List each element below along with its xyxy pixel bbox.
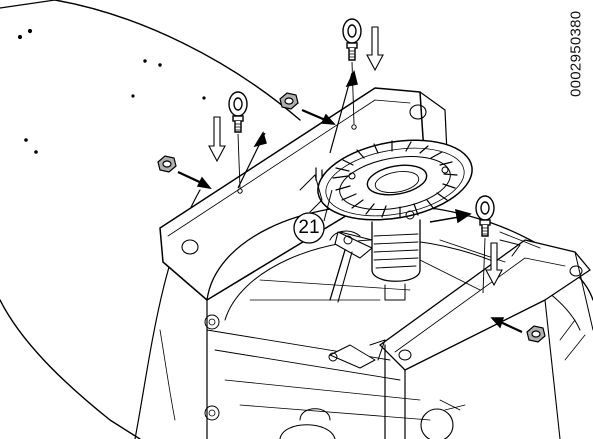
callout-label: 21 [298, 217, 320, 238]
hex-nut-icon [157, 155, 177, 173]
down-arrow-icon [485, 242, 503, 287]
down-arrow-icon [366, 26, 384, 72]
support-bracket [379, 231, 593, 439]
air-damper-link [328, 339, 386, 369]
down-arrow-icon [208, 116, 226, 163]
eyebolt-icon [342, 18, 362, 61]
hex-nut-icon [526, 325, 546, 343]
diffuser-disc [317, 139, 473, 221]
callout-circle [293, 189, 333, 244]
nozzle-body [329, 219, 421, 301]
document-number: 0002950380 [567, 10, 585, 98]
eyebolt-icon [228, 91, 248, 133]
mounting-plate [159, 87, 486, 439]
hex-nut-icon [279, 92, 299, 110]
eyebolt-icon [475, 195, 495, 237]
solid-arrows [177, 69, 523, 333]
guide-lines [237, 61, 486, 294]
ignition-lever [299, 167, 373, 303]
